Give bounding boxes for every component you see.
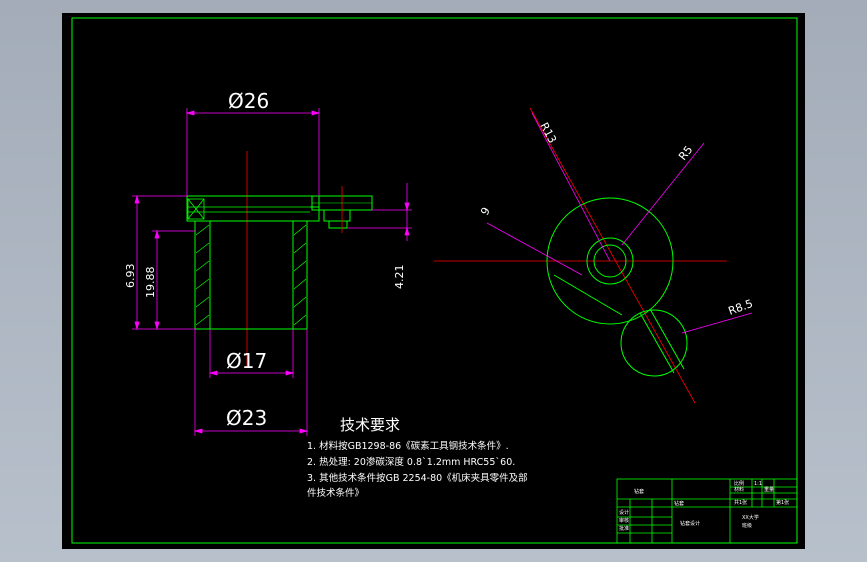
title-block — [616, 478, 798, 544]
flange-outline — [186, 195, 320, 222]
drawing-frame — [71, 17, 798, 544]
tb-approver: 批准 — [619, 525, 629, 532]
tech-line-4: 件技术条件》 — [307, 487, 364, 499]
tech-line-2: 2. 热处理: 20渗碳深度 0.8`1.2mm HRC55`60. — [307, 456, 515, 468]
tech-line-3: 3. 其他技术条件按GB 2254-80《机床夹具零件及部 — [307, 472, 528, 484]
tech-requirements: 技术要求 1. 材料按GB1298-86《碳素工具钢技术条件》. 2. 热处理:… — [307, 416, 528, 499]
dim-r8-5: R8.5 — [727, 297, 755, 318]
tb-weight: 重量 — [764, 486, 774, 493]
cad-drawing: Ø26 Ø17 Ø23 — [71, 17, 798, 544]
tb-qty: 1:1 — [754, 481, 762, 487]
dim-top-diameter: Ø26 — [228, 89, 269, 113]
tb-name-cell: 钻套 — [634, 488, 644, 495]
tb-sheet: 第1张 — [776, 499, 789, 506]
dim-bottom-diameter: Ø23 — [226, 406, 267, 430]
dim-r13: R13 — [537, 120, 559, 145]
tb-sheet-of: 共1张 — [734, 499, 747, 506]
notch-circle — [620, 309, 688, 377]
bushing-body — [194, 220, 308, 330]
dim-mid-diameter: Ø17 — [226, 349, 267, 373]
tb-ratio: 比例 — [734, 480, 744, 487]
tb-designer: 设计 — [619, 509, 629, 516]
dim-9: 9 — [478, 205, 493, 217]
tb-designation: 钻套设计 — [680, 520, 700, 527]
side-diagonal-centerline — [529, 107, 696, 404]
tb-drawing-name: 钻套 — [674, 500, 684, 507]
tb-class: 班级 — [742, 522, 752, 529]
bore-circle — [586, 237, 634, 285]
tech-line-1: 1. 材料按GB1298-86《碳素工具钢技术条件》. — [307, 440, 509, 452]
outer-circle — [546, 197, 674, 325]
dim-left-6-93: 6.93 — [124, 264, 137, 289]
tech-heading: 技术要求 — [340, 416, 400, 434]
dim-r5: R5 — [676, 143, 695, 163]
dim-left-19-88: 19.88 — [144, 267, 157, 299]
front-view: Ø26 Ø17 Ø23 — [124, 89, 412, 436]
tb-school: XX大学 — [742, 514, 759, 521]
tb-checker: 审核 — [619, 517, 629, 524]
side-view: R13 R5 9 R8.5 — [434, 107, 755, 404]
drawing-sheet: Ø26 Ø17 Ø23 — [62, 13, 805, 549]
dim-right-4-21: 4.21 — [393, 265, 406, 290]
tb-material: 材料 — [734, 486, 744, 493]
